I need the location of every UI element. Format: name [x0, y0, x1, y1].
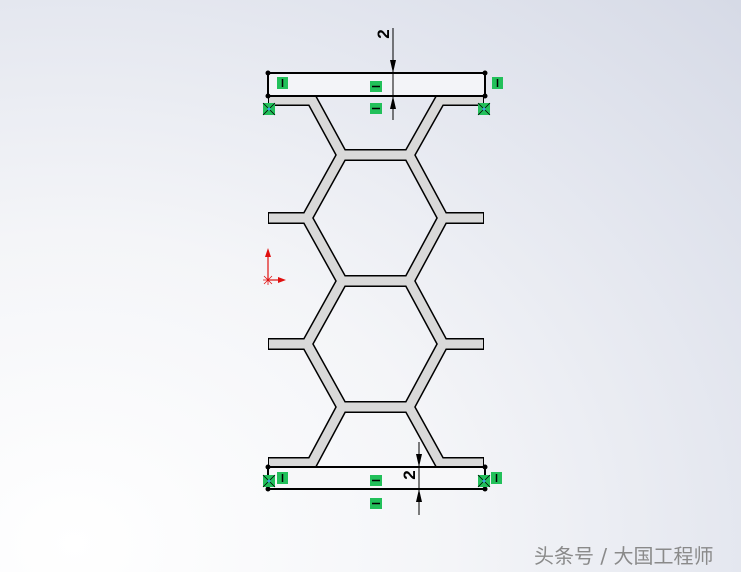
- vertical-constraint-icon[interactable]: [277, 77, 288, 89]
- horizontal-constraint-icon[interactable]: [370, 475, 382, 486]
- vertical-constraint-icon[interactable]: [491, 472, 502, 484]
- horizontal-constraint-icon[interactable]: [370, 498, 382, 509]
- sketch-points[interactable]: [265, 70, 488, 492]
- top-dimension[interactable]: 2: [374, 28, 396, 120]
- horizontal-constraint-icon[interactable]: [370, 103, 382, 114]
- coincident-constraint-icon[interactable]: [262, 474, 276, 488]
- horizontal-constraint-icon[interactable]: [370, 81, 382, 92]
- coincident-constraint-icon[interactable]: [477, 102, 491, 116]
- coincident-constraint-icon[interactable]: [262, 102, 276, 116]
- top-dimension-value[interactable]: 2: [374, 29, 393, 38]
- origin-icon: [263, 248, 286, 285]
- bottom-dimension-value[interactable]: 2: [400, 470, 419, 479]
- watermark: 头条号 / 大国工程师: [534, 544, 714, 568]
- coincident-constraint-icon[interactable]: [477, 474, 491, 488]
- honeycomb-body[interactable]: [268, 94, 484, 469]
- vertical-constraint-icon[interactable]: [492, 77, 503, 89]
- vertical-constraint-icon[interactable]: [277, 472, 288, 484]
- bottom-dimension[interactable]: 2: [400, 442, 422, 515]
